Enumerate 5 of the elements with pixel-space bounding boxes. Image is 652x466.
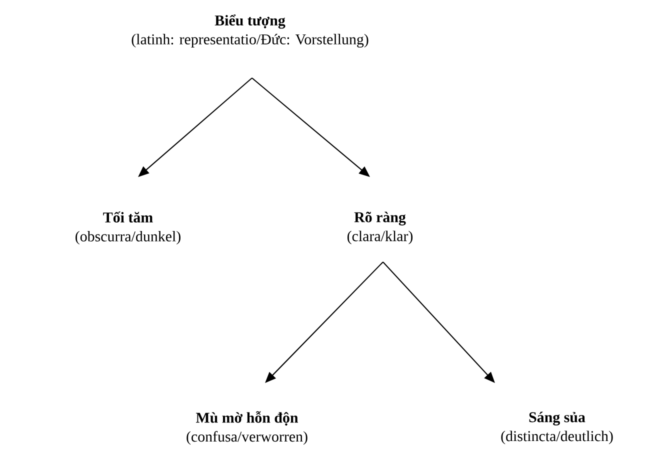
concept-label: Biểu tượng (latinh: representatio/Đức: Vorstellung) — [132, 14, 368, 48]
concept-label: Tối tăm (obscurra/dunkel) — [76, 212, 180, 244]
concept-label: Rõ ràng (clara/klar) — [347, 212, 413, 244]
concept-label: Mù mờ hỗn độn (confusa/verworren) — [186, 411, 308, 445]
concept-label: Sáng sủa (distincta/deutlich) — [501, 412, 613, 444]
